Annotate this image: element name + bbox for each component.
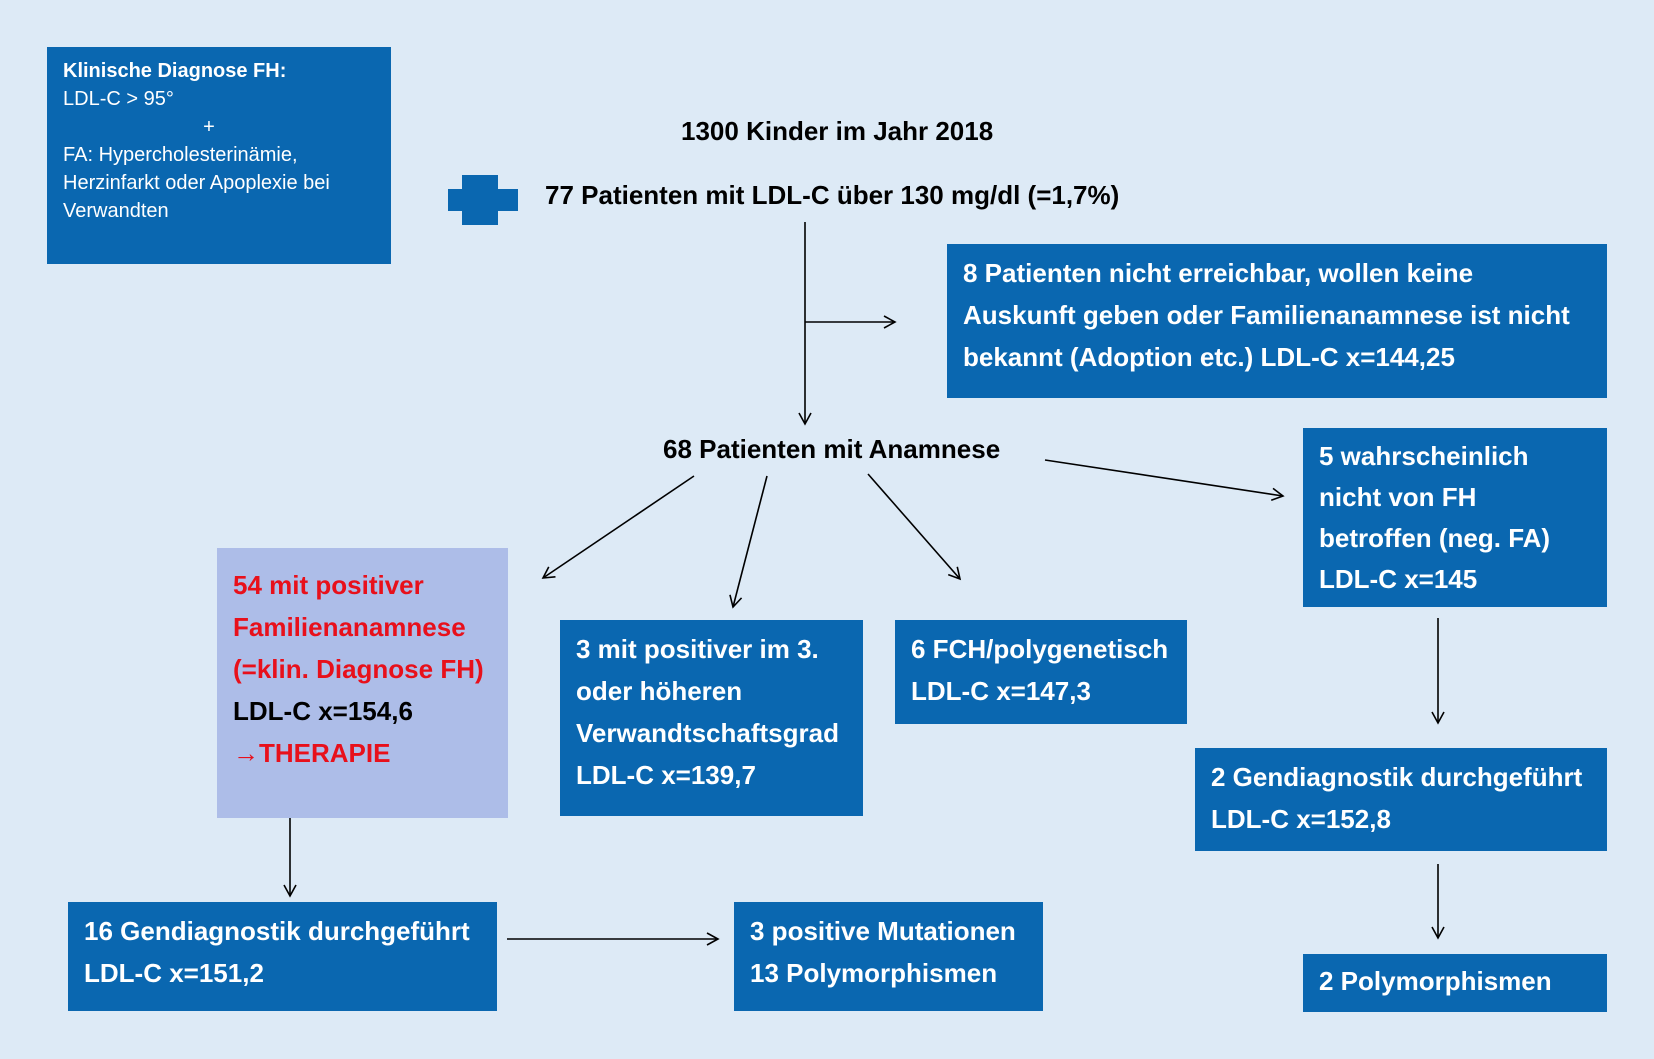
excluded-line3: bekannt (Adoption etc.) LDL-C x=144,25 <box>963 342 1455 372</box>
polymorphisms-2-box: 2 Polymorphismen <box>1303 954 1607 1012</box>
negative-fa-box: 5 wahrscheinlich nicht von FH betroffen … <box>1303 428 1607 607</box>
criteria-ldl: LDL-C > 95° <box>63 88 174 110</box>
patients-77-label: 77 Patienten mit LDL-C über 130 mg/dl (=… <box>545 180 1120 210</box>
excluded-patients-box: 8 Patienten nicht erreichbar, wollen kei… <box>947 244 1607 398</box>
clinical-diagnosis-box: Klinische Diagnose FH: LDL-C > 95° + FA:… <box>47 47 391 264</box>
third-degree-line2: oder höheren <box>576 676 743 706</box>
criteria-title: Klinische Diagnose FH: <box>63 60 287 82</box>
positive-family-anamnesis-box: 54 mit positiver Familienanamnese (=klin… <box>217 548 508 818</box>
neg-fa-line4: LDL-C x=145 <box>1319 564 1478 594</box>
mutations-box: 3 positive Mutationen 13 Polymorphismen <box>734 902 1043 1011</box>
pos-fam-line2: Familienanamnese <box>233 612 466 642</box>
criteria-fa-line3: Verwandten <box>63 200 169 222</box>
excluded-line2: Auskunft geben oder Familienanamnese ist… <box>963 300 1570 330</box>
fch-polygenetic-box: 6 FCH/polygenetisch LDL-C x=147,3 <box>895 620 1187 724</box>
criteria-fa-line1: FA: Hypercholesterinämie, <box>63 144 298 166</box>
excluded-line1: 8 Patienten nicht erreichbar, wollen kei… <box>963 258 1474 288</box>
arrow-to-fch <box>867 473 962 581</box>
pos-fam-line3: (=klin. Diagnose FH) <box>233 654 484 684</box>
third-degree-line1: 3 mit positiver im 3. <box>576 634 819 664</box>
arrow-to-neg-fa <box>1044 459 1285 502</box>
neg-fa-line3: betroffen (neg. FA) <box>1319 523 1551 553</box>
third-degree-line3: Verwandtschaftsgrad <box>576 718 839 748</box>
fch-line1: 6 FCH/polygenetisch <box>911 634 1169 664</box>
gen2-ldl: LDL-C x=152,8 <box>1211 804 1391 834</box>
gen16-ldl: LDL-C x=151,2 <box>84 958 264 988</box>
plus-icon <box>448 175 518 225</box>
criteria-plus: + <box>203 116 215 138</box>
therapy-label: →THERAPIE <box>233 738 391 768</box>
pos-fam-ldl: LDL-C x=154,6 <box>233 696 413 726</box>
pos-fam-line1: 54 mit positiver <box>233 570 424 600</box>
gene-diagnostics-2-box: 2 Gendiagnostik durchgeführt LDL-C x=152… <box>1195 748 1607 851</box>
polymorphisms-13: 13 Polymorphismen <box>750 958 998 988</box>
children-count-label: 1300 Kinder im Jahr 2018 <box>681 116 994 146</box>
third-degree-relatives-box: 3 mit positiver im 3. oder höheren Verwa… <box>560 620 863 816</box>
gene-diagnostics-16-box: 16 Gendiagnostik durchgeführt LDL-C x=15… <box>68 902 497 1011</box>
arrow-to-third-degree <box>729 475 768 609</box>
gen16-line1: 16 Gendiagnostik durchgeführt <box>84 916 470 946</box>
mutations-line1: 3 positive Mutationen <box>750 916 1016 946</box>
criteria-fa-line2: Herzinfarkt oder Apoplexie bei <box>63 172 330 194</box>
patients-68-label: 68 Patienten mit Anamnese <box>663 434 1001 464</box>
gen2-line1: 2 Gendiagnostik durchgeführt <box>1211 762 1583 792</box>
third-degree-ldl: LDL-C x=139,7 <box>576 760 756 790</box>
arrow-to-pos-fam <box>541 475 695 579</box>
neg-fa-line2: nicht von FH <box>1319 482 1477 512</box>
polymorphisms-2-label: 2 Polymorphismen <box>1319 966 1552 996</box>
neg-fa-line1: 5 wahrscheinlich <box>1319 441 1529 471</box>
fch-ldl: LDL-C x=147,3 <box>911 676 1091 706</box>
